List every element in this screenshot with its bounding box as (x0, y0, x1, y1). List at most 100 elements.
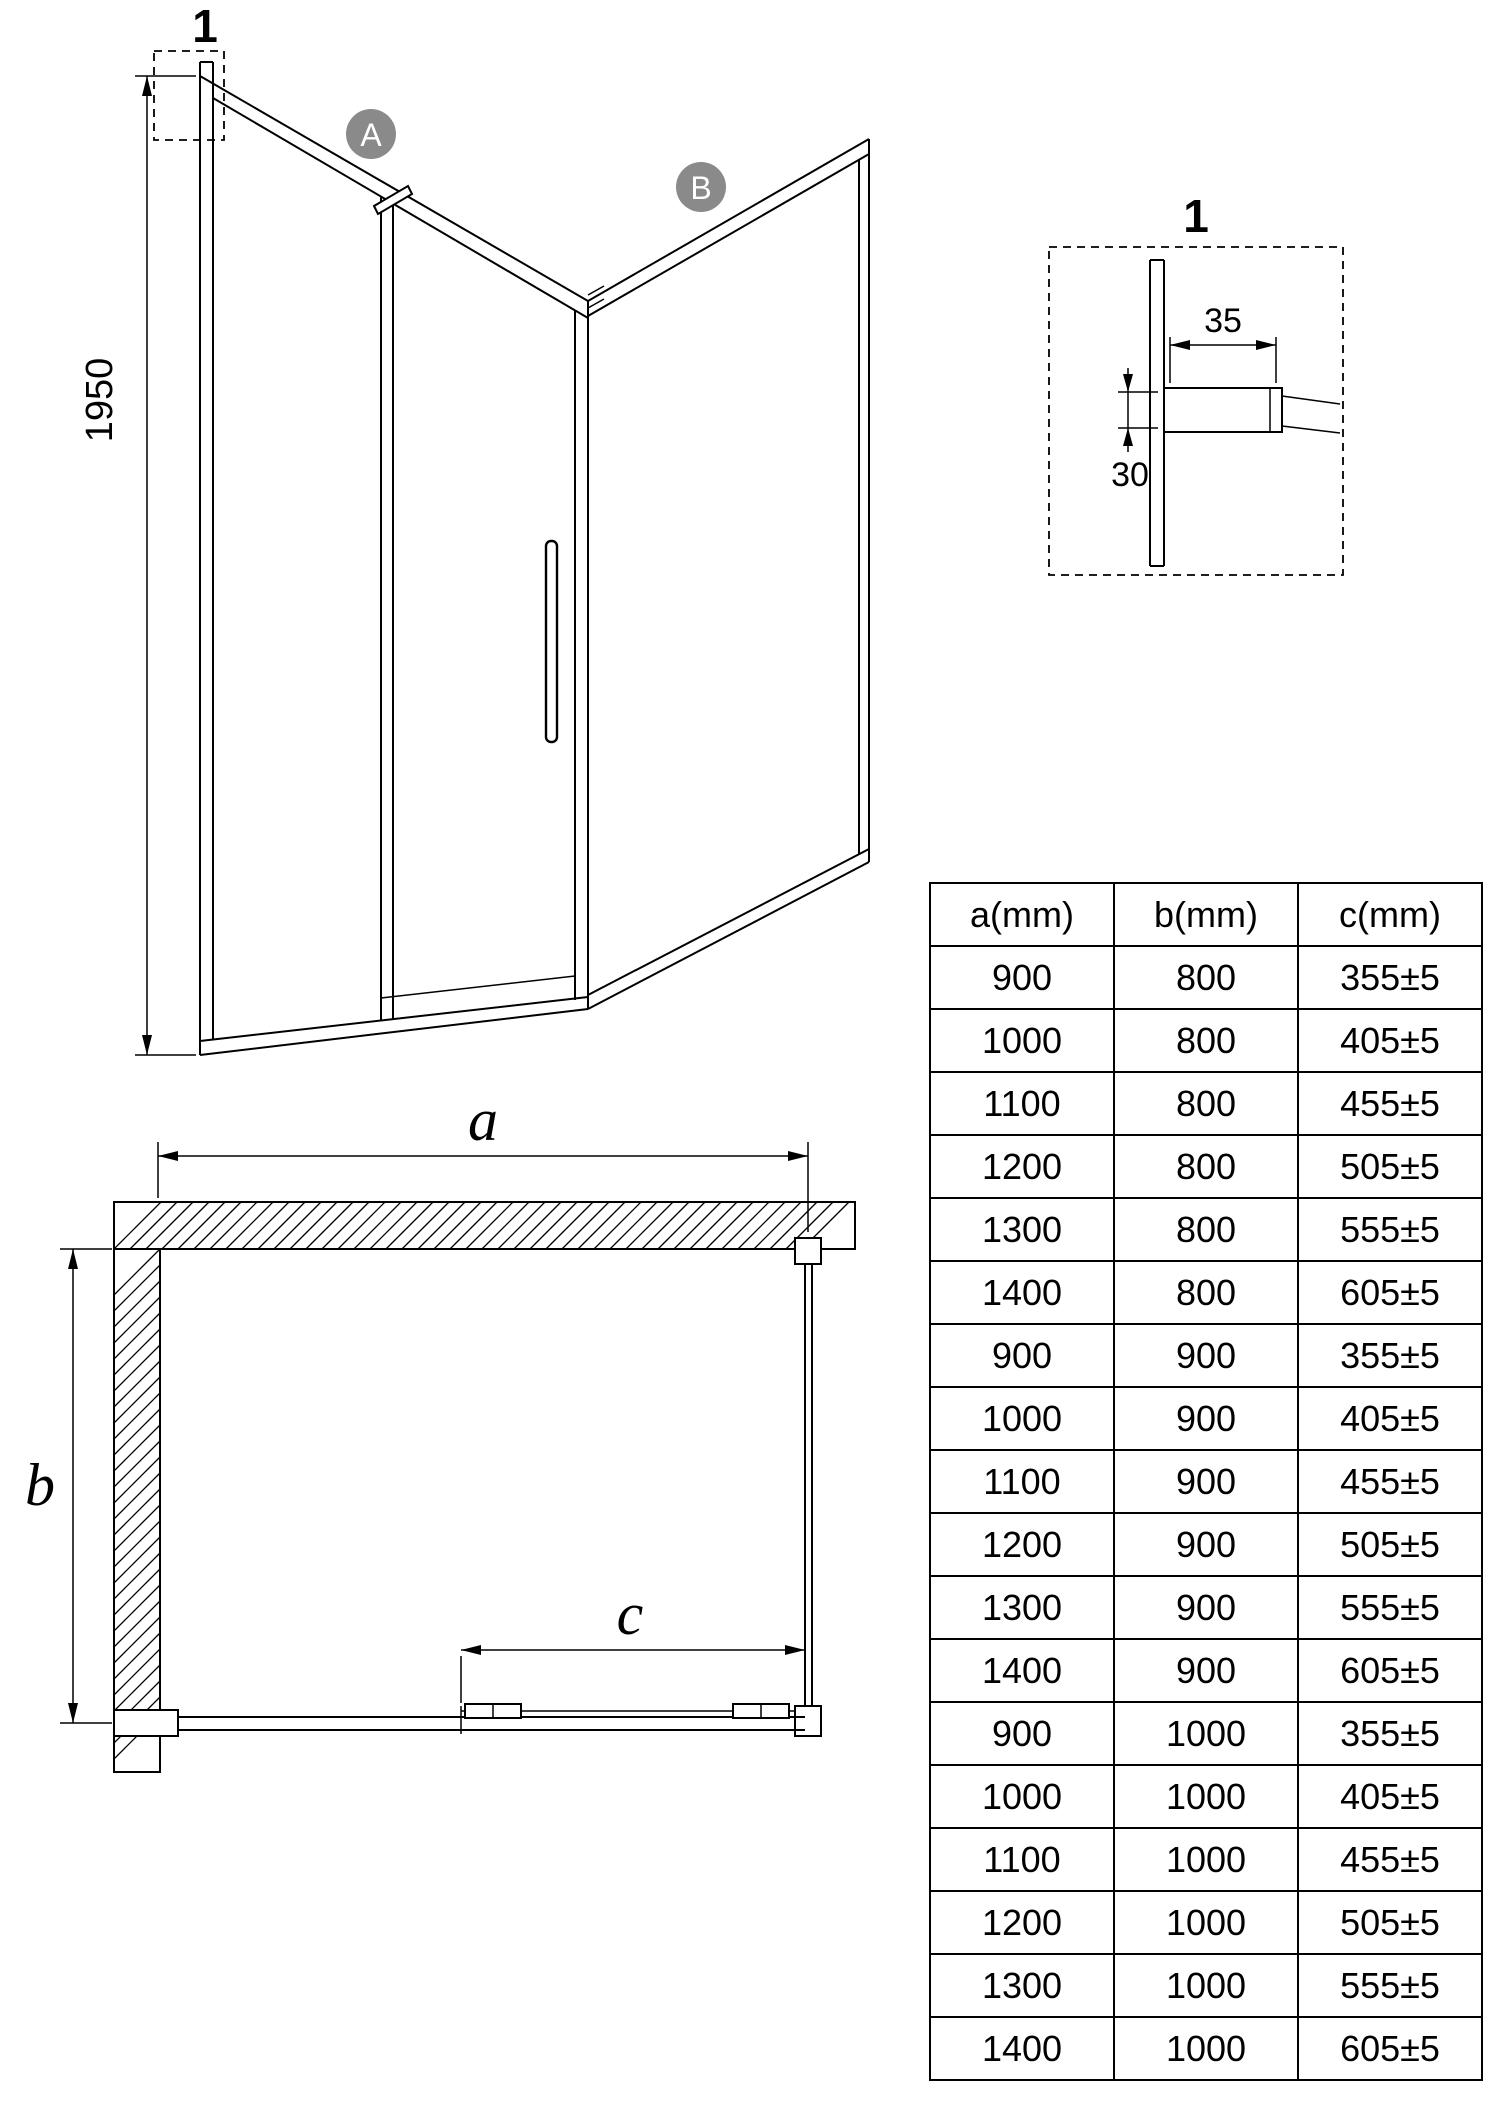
dimension-b: b (25, 1248, 112, 1724)
table-cell: 355±5 (1297, 1323, 1483, 1388)
table-cell: 555±5 (1297, 1953, 1483, 2018)
table-cell: 355±5 (1297, 1701, 1483, 1766)
table-cell: 555±5 (1297, 1575, 1483, 1640)
table-cell: 555±5 (1297, 1197, 1483, 1262)
table-cell: 900 (929, 1701, 1115, 1766)
table-cell: 1000 (1113, 1890, 1299, 1955)
table-cell: 1000 (929, 1386, 1115, 1451)
depth-dimension-label: 30 (1111, 456, 1149, 494)
table-cell: 605±5 (1297, 2016, 1483, 2081)
table-cell: 455±5 (1297, 1827, 1483, 1892)
table-cell: 900 (1113, 1323, 1299, 1388)
table-cell: 1400 (929, 2016, 1115, 2081)
table-header-cell: b(mm) (1113, 882, 1299, 947)
table-cell: 505±5 (1297, 1890, 1483, 1955)
height-dimension-label: 1950 (79, 358, 121, 443)
table-cell: 900 (1113, 1512, 1299, 1577)
dimension-c: c (460, 1581, 805, 1703)
profile-block (1163, 387, 1341, 434)
width-dimension: 35 (1169, 302, 1277, 383)
table-cell: 1200 (929, 1890, 1115, 1955)
left-wall (113, 1248, 161, 1773)
panel-a-label: A (360, 117, 382, 153)
table-cell: 405±5 (1297, 1008, 1483, 1073)
table-cell: 1200 (929, 1134, 1115, 1199)
table-header-cell: a(mm) (929, 882, 1115, 947)
panel-b-marker: B (676, 162, 726, 212)
table-cell: 1400 (929, 1260, 1115, 1325)
table-cell: 505±5 (1297, 1512, 1483, 1577)
panel-b-label: B (690, 170, 711, 206)
roller-block (732, 1703, 790, 1719)
dimension-b-label: b (25, 1452, 55, 1518)
top-wall (113, 1201, 856, 1250)
table-cell: 1400 (929, 1638, 1115, 1703)
table-cell: 405±5 (1297, 1386, 1483, 1451)
plan-view: a b c (25, 1087, 856, 1773)
detail-callout-label: 1 (192, 0, 218, 52)
table-cell: 800 (1113, 1071, 1299, 1136)
side-glass-panel-plan (794, 1237, 822, 1737)
table-cell: 800 (1113, 945, 1299, 1010)
table-cell: 1100 (929, 1449, 1115, 1514)
table-cell: 900 (929, 945, 1115, 1010)
table-cell: 1100 (929, 1827, 1115, 1892)
roller-block (464, 1703, 522, 1719)
wall-profile (1149, 259, 1165, 567)
table-cell: 800 (1113, 1260, 1299, 1325)
table-cell: 900 (929, 1323, 1115, 1388)
panel-a-marker: A (346, 109, 396, 159)
table-cell: 900 (1113, 1575, 1299, 1640)
detail-title: 1 (1183, 190, 1209, 242)
table-cell: 1000 (929, 1008, 1115, 1073)
table-cell: 1000 (1113, 1701, 1299, 1766)
table-cell: 1000 (929, 1764, 1115, 1829)
door-handle (544, 539, 559, 744)
table-cell: 355±5 (1297, 945, 1483, 1010)
table-cell: 1000 (1113, 2016, 1299, 2081)
table-cell: 1100 (929, 1071, 1115, 1136)
left-wall-hatch (113, 1248, 161, 1760)
table-cell: 1300 (929, 1575, 1115, 1640)
width-dimension-label: 35 (1204, 302, 1242, 340)
table-cell: 1200 (929, 1512, 1115, 1577)
table-cell: 605±5 (1297, 1638, 1483, 1703)
dimension-a-label: a (468, 1087, 498, 1153)
top-wall-hatch (113, 1201, 850, 1250)
table-cell: 900 (1113, 1386, 1299, 1451)
table-cell: 455±5 (1297, 1071, 1483, 1136)
front-frame (199, 61, 589, 1056)
detail-view: 1 35 (1048, 190, 1344, 576)
height-dimension: 1950 (79, 75, 196, 1056)
table-cell: 405±5 (1297, 1764, 1483, 1829)
table-cell: 455±5 (1297, 1449, 1483, 1514)
door-track-plan (113, 1703, 805, 1737)
table-cell: 505±5 (1297, 1134, 1483, 1199)
table-cell: 800 (1113, 1134, 1299, 1199)
table-cell: 900 (1113, 1449, 1299, 1514)
door-divider (380, 197, 576, 1020)
perspective-view: 1 1950 (79, 0, 870, 1056)
hanger-bracket-icon (372, 184, 414, 216)
dimension-a: a (157, 1087, 809, 1232)
detail-boundary (1048, 246, 1344, 576)
table-cell: 1000 (1113, 1827, 1299, 1892)
